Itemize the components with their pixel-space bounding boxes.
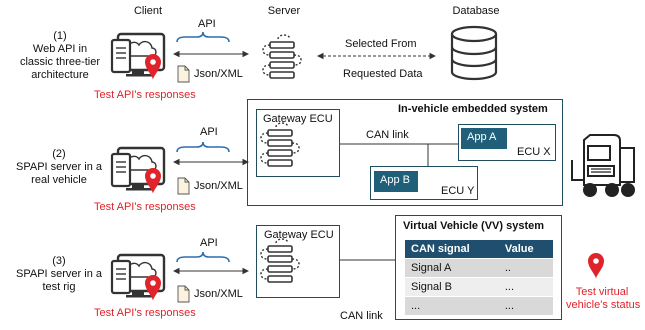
server-icon [262,34,302,79]
api-label-3: API [200,237,218,249]
app-b-box: App B [374,171,418,192]
table-cell: Signal B [405,277,499,297]
table-cell: ... [498,277,553,297]
vv-column-header: Value [498,240,553,259]
table-cell: Signal A [405,258,499,278]
ecu-y-label: ECU Y [441,185,475,197]
can-link-label-3: CAN link [340,310,383,322]
database-header: Database [452,5,500,17]
server-icon [260,122,300,167]
ecu-x-label: ECU X [517,146,551,158]
can-link-label-2: CAN link [366,129,409,141]
gateway-ecu-label-2: Gateway ECU [263,113,333,125]
json-xml-label-1: Json/XML [194,68,243,80]
document-icon [177,65,190,83]
server-icon [260,238,300,283]
table-cell: ... [405,296,499,315]
table-cell: ... [498,296,553,315]
vv-signal-table: CAN signal Value Signal A .. Signal B ..… [405,240,553,315]
api-brace-icon [176,141,230,153]
api-brace-icon [176,251,230,263]
document-icon [177,285,190,303]
server-header: Server [267,5,301,17]
in-vehicle-title: In-vehicle embedded system [398,103,548,115]
scenario-2-label: (2) SPAPI server in a real vehicle [16,148,102,186]
client-header: Client [133,5,163,17]
app-a-box: App A [461,128,507,149]
test-vv-status-label: Test virtual vehicle's status [566,286,641,311]
vv-column-header: CAN signal [405,240,499,259]
api-label-2: API [200,126,218,138]
test-api-responses-1: Test API's responses [94,89,196,101]
json-xml-label-3: Json/XML [194,288,243,300]
truck-icon [571,134,635,197]
test-api-responses-2: Test API's responses [94,201,196,213]
table-cell: .. [498,258,553,278]
scenario-1-label: (1) Web API in classic three-tier archit… [19,30,101,81]
table-row: ... ... [405,296,553,315]
document-icon [177,177,190,195]
vv-title: Virtual Vehicle (VV) system [403,220,545,232]
requested-data-label: Requested Data [343,68,423,80]
table-row: Signal A .. [405,258,553,278]
scenario-3-label: (3) SPAPI server in a test rig [16,255,102,293]
api-brace-icon [176,31,230,43]
api-label-1: API [198,18,216,30]
selected-from-label: Selected From [345,38,417,50]
table-row: Signal B ... [405,277,553,297]
gateway-ecu-label-3: Gateway ECU [264,229,334,241]
json-xml-label-2: Json/XML [194,180,243,192]
test-api-responses-3: Test API's responses [94,307,196,319]
location-pin-icon [588,253,604,279]
database-icon [450,25,498,81]
